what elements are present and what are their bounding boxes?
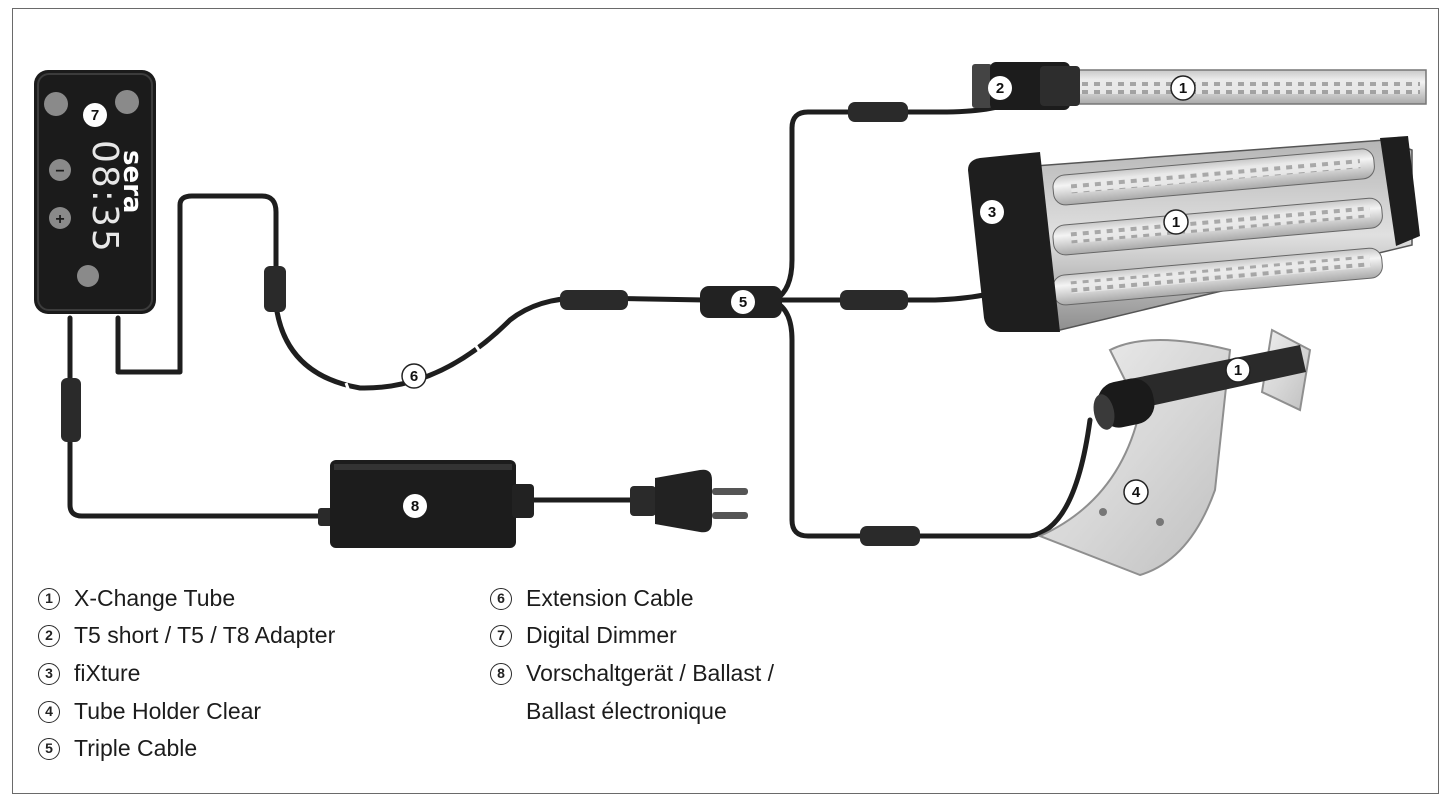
legend-label: Vorschaltgerät / Ballast / <box>526 660 775 686</box>
legend-label: fiXture <box>74 660 141 686</box>
x-change-tube-angled <box>1093 345 1306 430</box>
legend-label: Digital Dimmer <box>526 622 677 648</box>
dimmer-ballast-cable <box>67 315 343 519</box>
dimmer-plus-symbol: + <box>55 211 64 228</box>
legend-label: T5 short / T5 / T8 Adapter <box>74 622 336 648</box>
legend-item-8: 8 Vorschaltgerät / Ballast / <box>490 660 774 687</box>
t5-t8-adapter <box>972 62 1080 110</box>
legend-item-8-continuation: Ballast électronique <box>526 698 727 724</box>
marker-8: 8 <box>403 494 427 518</box>
triple-cable-branch-bottom <box>772 299 1093 539</box>
svg-text:2: 2 <box>996 80 1004 97</box>
svg-text:6: 6 <box>410 368 418 385</box>
dimmer-plus-button[interactable] <box>49 207 71 229</box>
legend-item-6: 6 Extension Cable <box>490 585 694 612</box>
svg-text:4: 4 <box>1132 484 1141 501</box>
x-change-tube-top <box>1069 69 1427 105</box>
legend-number: 7 <box>490 624 512 647</box>
digital-dimmer: − + 08:35 sera <box>34 70 156 314</box>
legend-label: X-Change Tube <box>74 585 236 611</box>
legend-number: 8 <box>490 662 512 685</box>
legend-number: 4 <box>38 700 60 723</box>
dimmer-button-top-left[interactable] <box>44 92 68 116</box>
legend-item-5: 5 Triple Cable <box>38 735 197 762</box>
legend-item-7: 7 Digital Dimmer <box>490 622 677 649</box>
svg-text:1: 1 <box>1234 362 1242 379</box>
legend-number: 2 <box>38 624 60 647</box>
marker-7: 7 <box>83 103 107 127</box>
legend-label: Tube Holder Clear <box>74 698 262 724</box>
dimmer-minus-button[interactable] <box>49 159 71 181</box>
marker-3: 3 <box>980 200 1004 224</box>
svg-text:7: 7 <box>91 107 99 124</box>
marker-1-fixture: 1 <box>1163 209 1189 235</box>
svg-text:3: 3 <box>988 204 996 221</box>
legend-item-4: 4 Tube Holder Clear <box>38 698 261 725</box>
svg-text:1: 1 <box>1172 214 1180 231</box>
legend-number: 1 <box>38 587 60 610</box>
legend-number: 5 <box>38 737 60 760</box>
extension-cable <box>115 193 708 391</box>
legend-label: Extension Cable <box>526 585 694 611</box>
marker-5: 5 <box>731 290 755 314</box>
ballast <box>330 460 534 548</box>
power-plug <box>630 469 748 533</box>
legend-number: 3 <box>38 662 60 685</box>
legend-number: 6 <box>490 587 512 610</box>
cable-connectors <box>61 102 920 546</box>
marker-2: 2 <box>988 76 1012 100</box>
dimmer-button-bottom[interactable] <box>77 265 99 287</box>
dimmer-logo: sera <box>117 150 147 213</box>
cable-markings <box>344 342 482 395</box>
cables <box>67 95 1093 539</box>
marker-4: 4 <box>1123 479 1149 505</box>
legend-item-2: 2 T5 short / T5 / T8 Adapter <box>38 622 335 649</box>
legend-label: Triple Cable <box>74 735 198 761</box>
dimmer-button-top-right[interactable] <box>115 90 139 114</box>
svg-text:1: 1 <box>1179 80 1187 97</box>
dimmer-display: 08:35 <box>84 140 125 254</box>
marker-1-angled-tube: 1 <box>1225 357 1251 383</box>
fixture <box>968 136 1420 332</box>
legend-item-3: 3 fiXture <box>38 660 140 687</box>
number-markers: 7 6 8 5 2 1 3 <box>83 75 1251 518</box>
marker-1-top-tube: 1 <box>1170 75 1196 101</box>
svg-text:8: 8 <box>411 498 419 515</box>
svg-text:5: 5 <box>739 294 747 311</box>
legend-item-1: 1 X-Change Tube <box>38 585 235 612</box>
dimmer-minus-symbol: − <box>55 163 64 180</box>
marker-6: 6 <box>401 363 427 389</box>
